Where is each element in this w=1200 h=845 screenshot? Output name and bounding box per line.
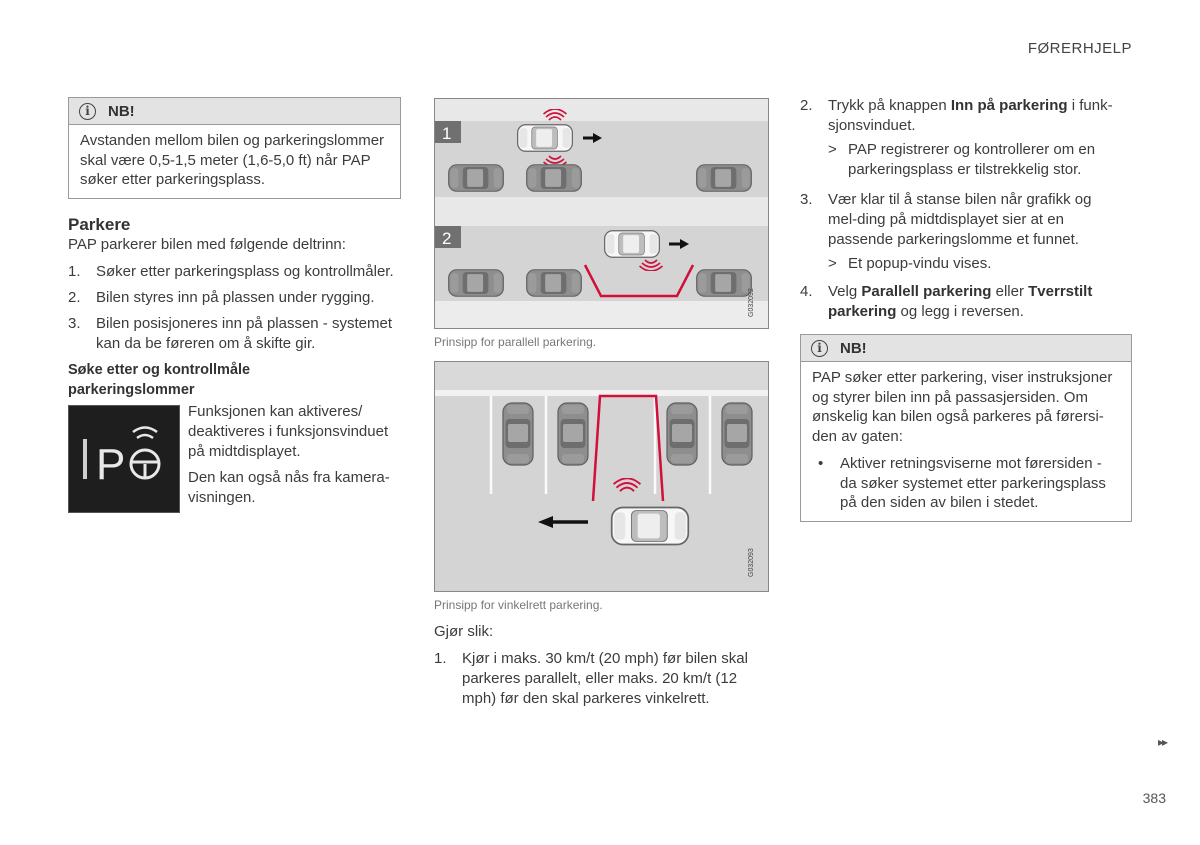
subheading-sok: Søke etter og kontrollmåle parkeringslom… (68, 362, 251, 398)
right-steps: 2.Trykk på knappen Inn på parkering i fu… (800, 96, 1122, 322)
heading-parkere: Parkere (68, 215, 131, 234)
section-header: FØRERHJELP (1027, 40, 1132, 57)
list-item: 1.Søker etter parkeringsplass og kontrol… (68, 263, 394, 280)
parkere-steps: 1.Søker etter parkeringsplass og kontrol… (68, 262, 400, 354)
page-number: 383 (1142, 790, 1166, 806)
list-item: 4.Velg Parallell parkering eller Tverrst… (800, 283, 1093, 320)
figure-code: G032092 (748, 288, 755, 317)
pap-parking-assist-icon: P (83, 426, 161, 489)
list-item: 3.Vær klar til å stanse bilen når grafik… (800, 191, 1092, 248)
figure1-caption: Prinsipp for parallell parkering. (434, 335, 597, 349)
note-title: NB! (840, 339, 867, 357)
figure-parallel-parking: 1 2 G032092 (434, 98, 769, 329)
note-box-passenger-side: i NB! PAP søker etter parkering, viser i… (800, 334, 1132, 522)
info-icon: i (811, 339, 828, 357)
note-header: i NB! (69, 98, 400, 125)
list-item: 1.Kjør i maks. 30 km/t (20 mph) før bile… (434, 650, 748, 707)
note-text: PAP søker etter parkering, viser instruk… (801, 362, 1131, 521)
middle-steps: 1.Kjør i maks. 30 km/t (20 mph) før bile… (434, 649, 766, 709)
note-header: i NB! (801, 335, 1131, 362)
figure-label-2: 2 (442, 229, 451, 248)
list-item: 2.Trykk på knappen Inn på parkering i fu… (800, 97, 1113, 134)
figure-label-1: 1 (442, 124, 451, 143)
svg-text:P: P (96, 440, 125, 489)
figure2-caption: Prinsipp for vinkelrett parkering. (434, 598, 603, 612)
note-box-distance: i NB! Avstanden mellom bilen og parkerin… (68, 97, 401, 199)
list-item: 2.Bilen styres inn på plassen under rygg… (68, 289, 375, 306)
note-bullet: • Aktiver retningsviserne mot førersiden… (818, 455, 1106, 511)
sok-para1: Funksjonen kan aktiveres/ deaktiveres i … (188, 403, 389, 460)
figure-perpendicular-parking: G032093 (434, 361, 769, 592)
note-text: Avstanden mellom bilen og parkeringslomm… (80, 132, 385, 188)
pap-button-image: P (68, 405, 180, 513)
list-item-sub: >Et popup-vindu vises. (828, 255, 992, 272)
figure-code: G032093 (748, 548, 755, 577)
note-title: NB! (108, 102, 135, 120)
list-item: 3.Bilen posisjoneres inn på plassen - sy… (68, 315, 392, 352)
continue-icon: ▸▸ (1157, 735, 1168, 749)
list-item-sub: >PAP registrerer og kontrollerer om en p… (828, 141, 1096, 178)
sok-para2: Den kan også nås fra kamera-visningen. (188, 469, 390, 506)
bullet-dot: • (818, 455, 824, 472)
gjor-slik: Gjør slik: (434, 623, 494, 640)
parkere-intro: PAP parkerer bilen med følgende deltrinn… (68, 236, 346, 253)
info-icon: i (79, 102, 96, 120)
